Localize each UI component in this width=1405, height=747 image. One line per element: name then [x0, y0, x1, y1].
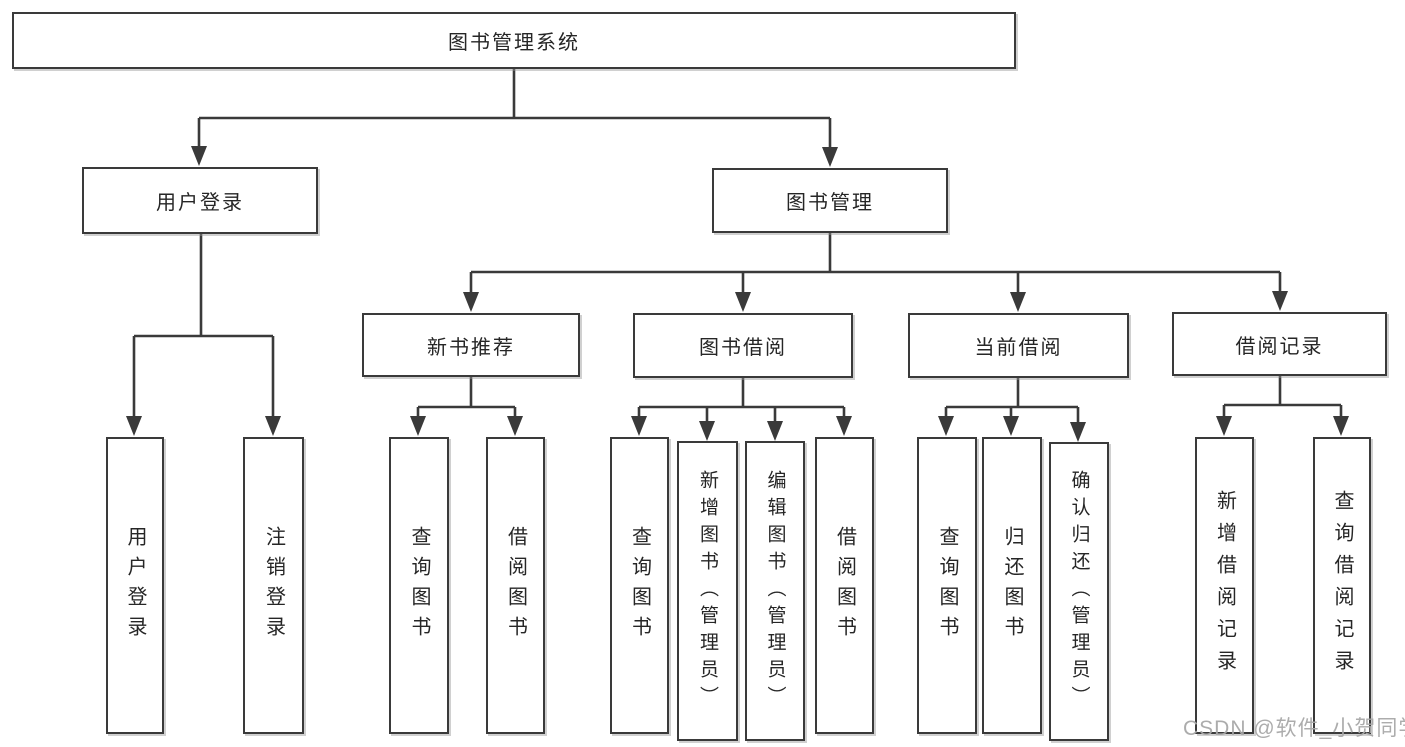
leaf-borrow-books-1: 借阅图书 [486, 437, 545, 734]
node-current-borrowing: 当前借阅 [908, 313, 1129, 378]
leaf-add-borrow-record: 新增借阅记录 [1195, 437, 1254, 734]
leaf-return-books: 归还图书 [982, 437, 1042, 734]
leaf-query-borrow-record: 查询借阅记录 [1313, 437, 1371, 734]
leaf-add-books-admin: 新增图书（管理员） [677, 441, 738, 741]
leaf-edit-books-admin: 编辑图书（管理员） [745, 441, 805, 741]
leaf-query-books-3: 查询图书 [917, 437, 977, 734]
node-borrow-records: 借阅记录 [1172, 312, 1387, 376]
connector-arrowheads [126, 146, 1349, 442]
leaf-user-login: 用户登录 [106, 437, 164, 734]
leaf-borrow-books-2: 借阅图书 [815, 437, 874, 734]
node-library-management-system: 图书管理系统 [12, 12, 1016, 69]
leaf-confirm-return-admin: 确认归还（管理员） [1049, 442, 1109, 741]
csdn-watermark: CSDN @软件_小贺同学 [1183, 717, 1405, 740]
node-new-book-recommendation: 新书推荐 [362, 313, 580, 377]
leaf-logout: 注销登录 [243, 437, 304, 734]
leaf-query-books-2: 查询图书 [610, 437, 669, 734]
node-user-login: 用户登录 [82, 167, 318, 234]
leaf-query-books-1: 查询图书 [389, 437, 449, 734]
connector-lines [132, 68, 1343, 432]
node-book-borrowing: 图书借阅 [633, 313, 853, 378]
node-book-management: 图书管理 [712, 168, 948, 233]
